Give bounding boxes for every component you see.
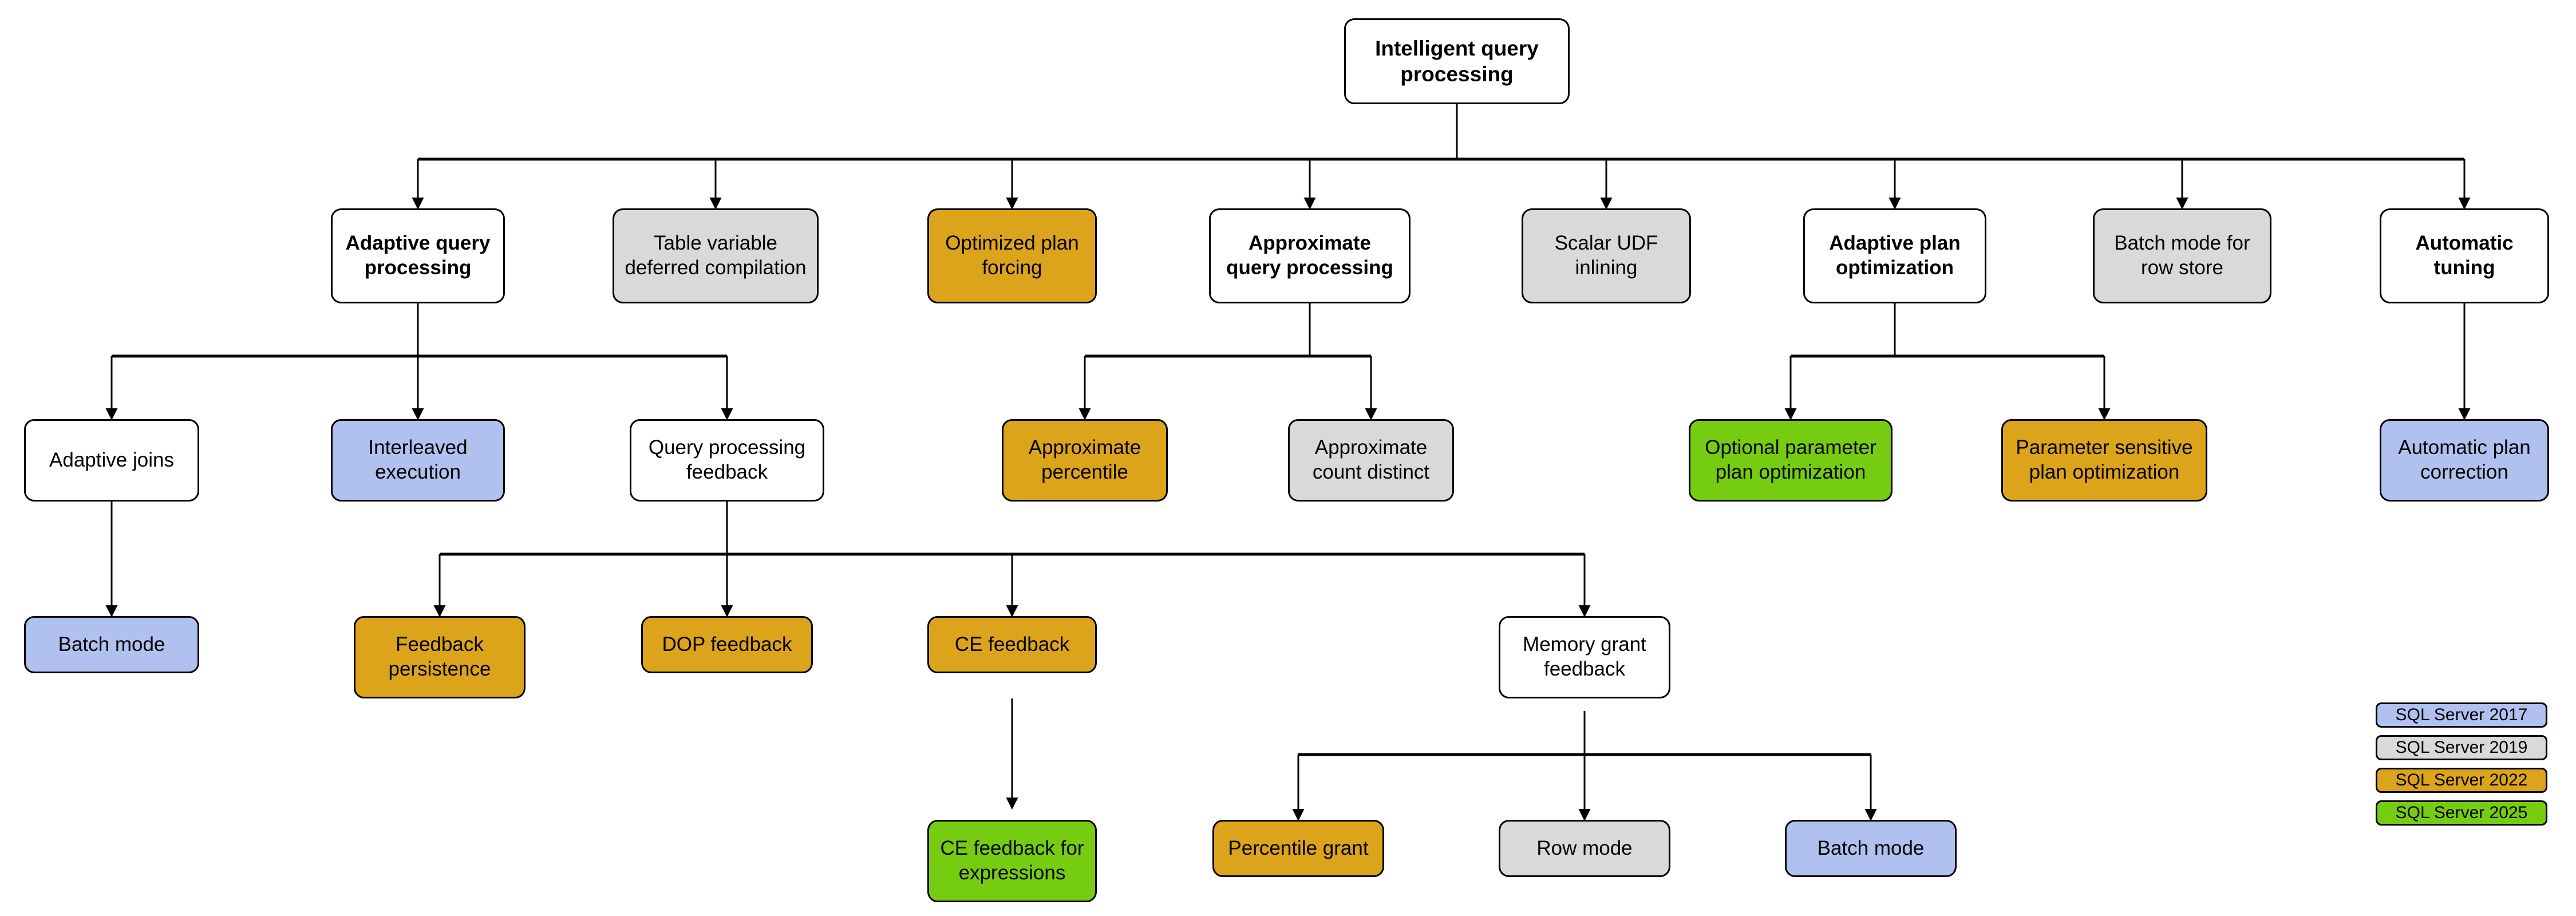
node-batch-mode-memory-grant[interactable]: Batch mode — [1785, 820, 1957, 877]
legend-item-sql-server-2019: SQL Server 2019 — [2376, 735, 2547, 760]
node-adaptive-joins[interactable]: Adaptive joins — [24, 419, 199, 502]
node-query-processing-feedback[interactable]: Query processing feedback — [630, 419, 824, 502]
node-memory-grant-feedback[interactable]: Memory grant feedback — [1499, 616, 1670, 698]
node-table-variable-deferred-compilation[interactable]: Table variable deferred compilation — [613, 208, 819, 303]
node-row-mode[interactable]: Row mode — [1499, 820, 1670, 877]
node-optimized-plan-forcing[interactable]: Optimized plan forcing — [927, 208, 1097, 303]
node-automatic-tuning[interactable]: Automatic tuning — [2380, 208, 2549, 303]
node-automatic-plan-correction[interactable]: Automatic plan correction — [2380, 419, 2549, 502]
node-batch-mode-adaptive-joins[interactable]: Batch mode — [24, 616, 199, 673]
node-ce-feedback[interactable]: CE feedback — [927, 616, 1097, 673]
node-dop-feedback[interactable]: DOP feedback — [641, 616, 813, 673]
node-parameter-sensitive-plan-optimization[interactable]: Parameter sensitive plan optimization — [2001, 419, 2207, 502]
node-interleaved-execution[interactable]: Interleaved execution — [331, 419, 505, 502]
node-adaptive-plan-optimization[interactable]: Adaptive plan optimization — [1803, 208, 1986, 303]
node-root[interactable]: Intelligent query processing — [1344, 18, 1570, 104]
node-feedback-persistence[interactable]: Feedback persistence — [354, 616, 526, 698]
node-adaptive-query-processing[interactable]: Adaptive query processing — [331, 208, 505, 303]
node-ce-feedback-for-expressions[interactable]: CE feedback for expressions — [927, 820, 1097, 902]
node-approximate-count-distinct[interactable]: Approximate count distinct — [1288, 419, 1454, 502]
node-batch-mode-for-row-store[interactable]: Batch mode for row store — [2093, 208, 2271, 303]
legend: SQL Server 2017 SQL Server 2019 SQL Serv… — [2376, 702, 2547, 826]
node-percentile-grant[interactable]: Percentile grant — [1212, 820, 1384, 877]
legend-item-sql-server-2017: SQL Server 2017 — [2376, 702, 2547, 728]
node-approximate-percentile[interactable]: Approximate percentile — [1002, 419, 1168, 502]
legend-item-sql-server-2025: SQL Server 2025 — [2376, 800, 2547, 826]
legend-item-sql-server-2022: SQL Server 2022 — [2376, 768, 2547, 793]
node-scalar-udf-inlining[interactable]: Scalar UDF inlining — [1522, 208, 1691, 303]
node-optional-parameter-plan-optimization[interactable]: Optional parameter plan optimization — [1689, 419, 1893, 502]
node-approximate-query-processing[interactable]: Approximate query processing — [1209, 208, 1411, 303]
